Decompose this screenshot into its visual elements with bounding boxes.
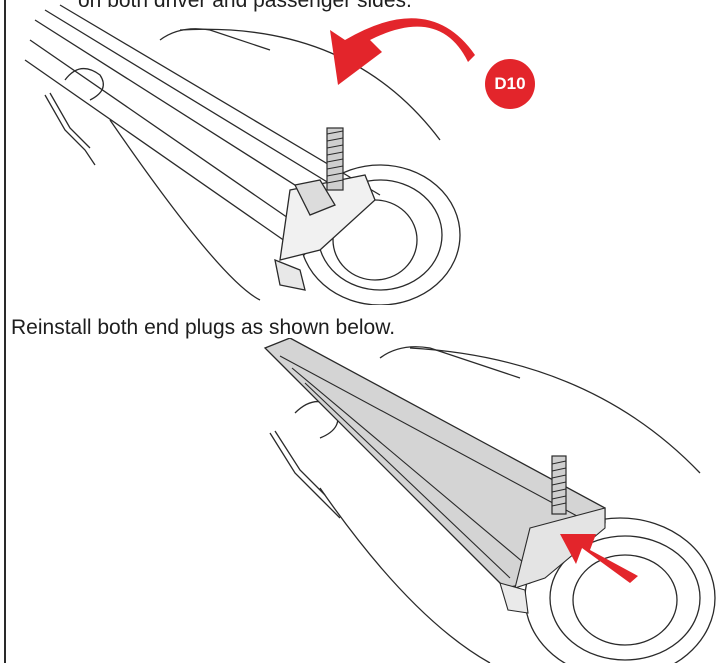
instruction-text: Reinstall both end plugs as shown below. xyxy=(11,316,396,339)
illustration-end-plug-reinstall xyxy=(263,338,716,663)
insert-arrow-icon xyxy=(560,534,638,583)
step-badge: D10 xyxy=(485,59,535,109)
page-border-line xyxy=(4,0,6,663)
threaded-bolt xyxy=(326,127,344,191)
threaded-bolt xyxy=(551,455,567,515)
illustration-bolt-tightening xyxy=(24,4,475,305)
rotate-arrow-icon xyxy=(330,18,475,85)
cutoff-caption: on both driver and passenger sides. xyxy=(78,0,412,12)
